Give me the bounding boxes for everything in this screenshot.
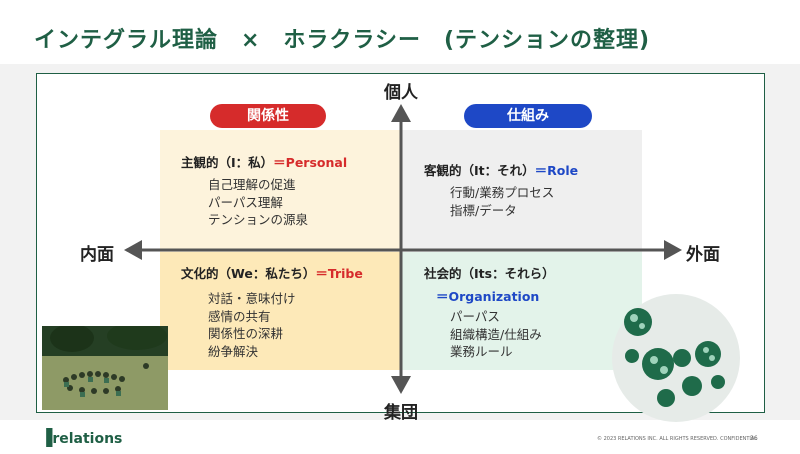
list-item: 業務ルール: [450, 344, 513, 359]
holacracy-circle-image: [612, 294, 740, 422]
down-arrow-icon: [391, 376, 411, 394]
heading-eq: ＝Personal: [273, 155, 348, 170]
quadrant-items-top-right: 行動/業務プロセス 指標/データ: [450, 184, 554, 219]
list-item: テンションの源泉: [208, 212, 309, 227]
group-photo-illustration: [42, 326, 168, 410]
list-item: 指標/データ: [450, 202, 517, 218]
quadrant-items-bottom-right: パーパス 組織構造/仕組み 業務ルール: [450, 308, 542, 361]
heading-main: 主観的（I：私）: [181, 155, 274, 170]
axis-label-bottom: 集団: [384, 403, 418, 423]
axis-label-left: 内面: [80, 245, 114, 265]
quadrant-bottom-left: [160, 252, 402, 370]
quadrant-heading-bottom-left: 文化的（We：私たち）＝Tribe: [181, 263, 363, 282]
quadrant-top-left: [160, 130, 402, 252]
heading-eq: ＝Organization: [436, 289, 540, 304]
mechanism-pill: 仕組み: [464, 104, 592, 128]
left-arrow-icon: [124, 240, 142, 260]
up-arrow-icon: [391, 104, 411, 122]
list-item: 対話・意味付け: [208, 291, 296, 306]
list-item: 行動/業務プロセス: [450, 185, 555, 200]
list-item: パーパス: [450, 309, 500, 324]
right-arrow-icon: [664, 240, 682, 260]
axis-label-top: 個人: [384, 83, 418, 103]
list-item: 紛争解決: [208, 343, 259, 359]
list-item: 関係性の深耕: [208, 326, 284, 341]
footer-copyright: © 2023 RELATIONS INC. ALL RIGHTS RESERVE…: [597, 436, 758, 442]
relations-logo: ▐relations: [40, 428, 122, 447]
page-number: 36: [750, 435, 758, 442]
slide-title: インテグラル理論 × ホラクラシー (テンションの整理): [34, 28, 651, 53]
quadrant-top-right: [402, 130, 642, 252]
list-item: 自己理解の促進: [208, 177, 296, 192]
quadrant-heading-top-right: 客観的（It：それ）＝Role: [424, 160, 578, 179]
heading-main: 社会的（Its：それら）: [424, 266, 555, 281]
logo-text: relations: [52, 431, 123, 447]
quadrant-items-top-left: 自己理解の促進 パーパス理解 テンションの源泉: [208, 176, 308, 229]
list-item: 組織構造/仕組み: [450, 326, 542, 342]
list-item: パーパス理解: [208, 194, 283, 210]
quadrant-bottom-right: [402, 252, 642, 370]
quadrant-heading-top-left: 主観的（I：私）＝Personal: [181, 152, 347, 171]
list-item: 感情の共有: [208, 308, 271, 324]
heading-main: 文化的（We：私たち）: [181, 266, 316, 281]
heading-main: 客観的（It：それ）: [424, 163, 535, 178]
heading-eq: ＝Role: [534, 163, 579, 178]
quadrant-items-bottom-left: 対話・意味付け 感情の共有 関係性の深耕 紛争解決: [208, 290, 296, 360]
relationship-pill: 関係性: [210, 104, 326, 128]
quadrant-heading-bottom-right: 社会的（Its：それら） ＝Organization: [424, 263, 555, 305]
axis-label-right: 外面: [686, 245, 720, 265]
group-photo: [42, 326, 168, 410]
relations-logo-mark-icon: ▐: [40, 428, 53, 447]
heading-eq: ＝Tribe: [315, 266, 363, 281]
